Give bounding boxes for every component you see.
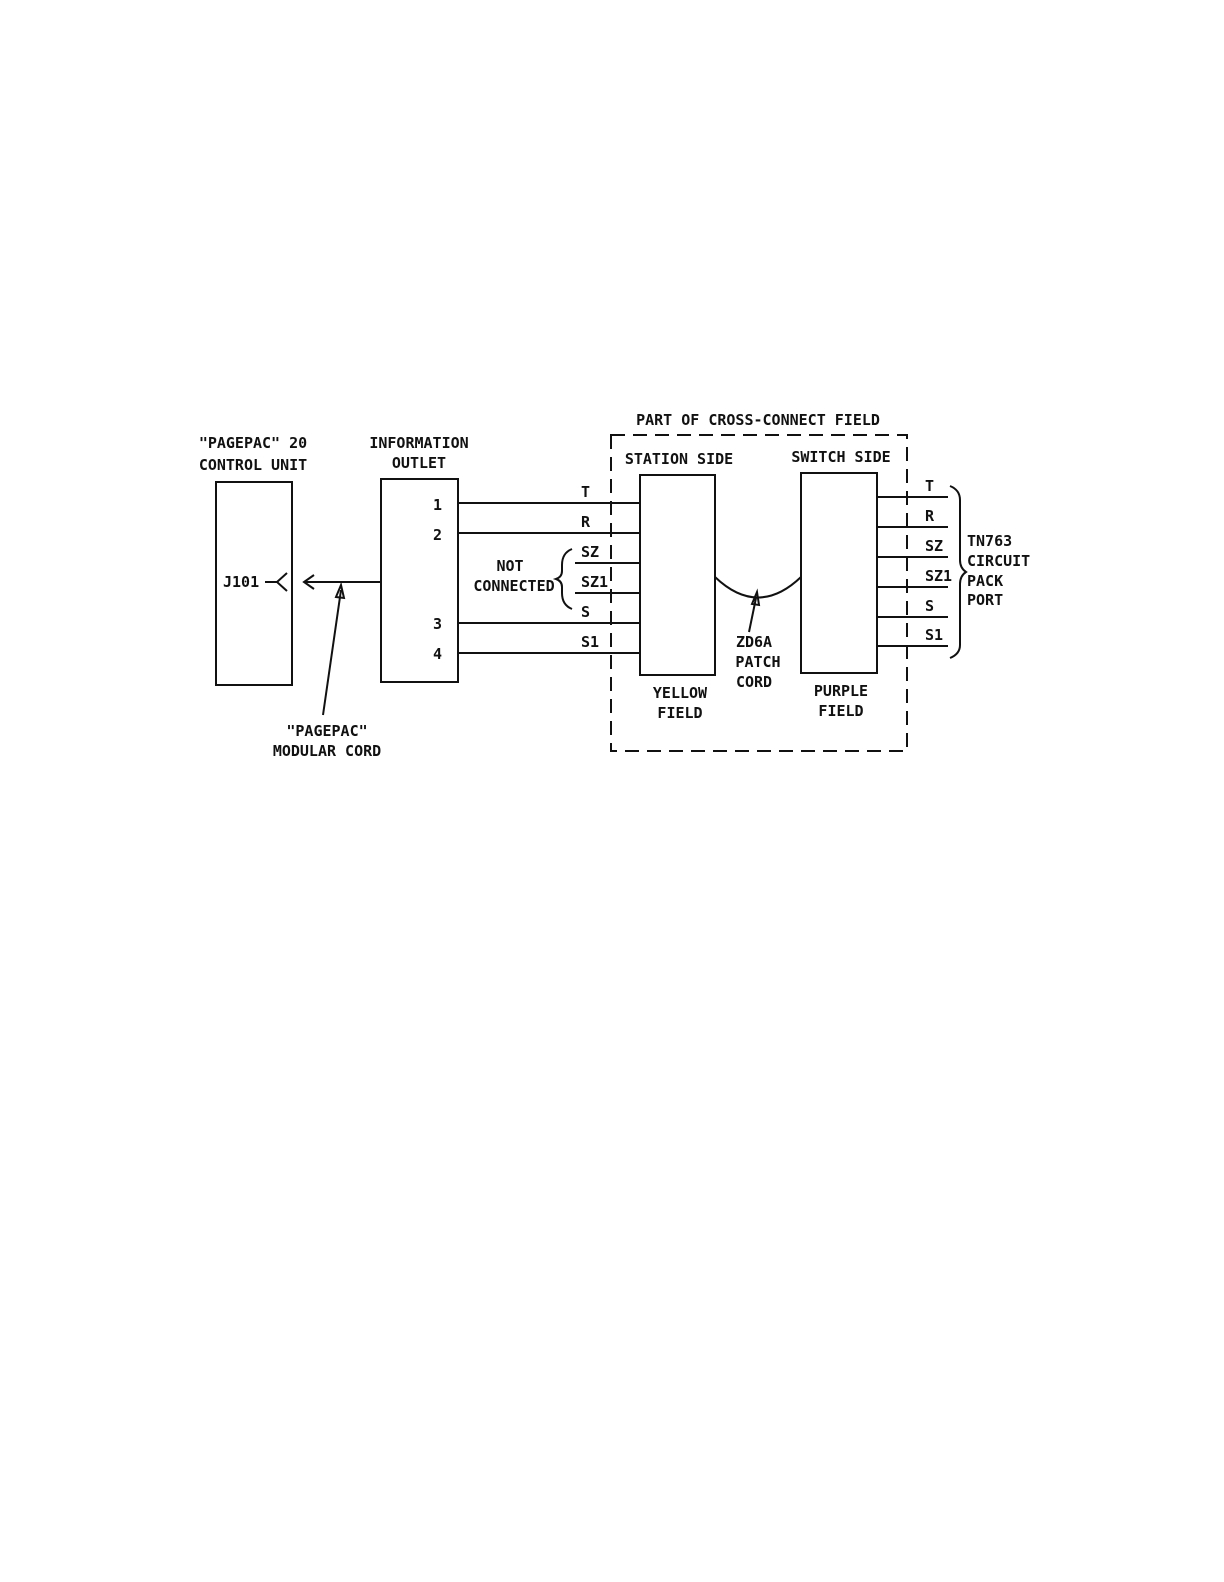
jack-j101-receptacle [277,573,287,591]
yellow-field-label-2: FIELD [657,704,702,722]
info-outlet-title-2: OUTLET [392,454,446,472]
info-outlet-title-1: INFORMATION [369,434,468,452]
circuit-pack-label-2: CIRCUIT [967,552,1030,570]
purple-field-label-2: FIELD [818,702,863,720]
cross-connect-title: PART OF CROSS-CONNECT FIELD [636,411,880,429]
patch-cord-label-1: ZD6A [736,633,772,651]
yellow-field-block [640,475,715,675]
modular-cord-label-1: "PAGEPAC" [286,722,367,740]
switch-lead-s1: S1 [925,626,943,644]
station-lead-sz: SZ [581,543,599,561]
outlet-pin-4: 4 [433,645,442,663]
station-lead-t: T [581,483,590,501]
patch-cord-label-2: PATCH [735,653,780,671]
switch-lead-sz: SZ [925,537,943,555]
circuit-pack-label-3: PACK [967,572,1003,590]
station-lead-s1: S1 [581,633,599,651]
purple-field-block [801,473,877,673]
station-lead-sz1: SZ1 [581,573,608,591]
station-side-label: STATION SIDE [625,450,733,468]
patch-cord-label-3: CORD [736,673,772,691]
modular-cord-leader [323,590,341,715]
modular-cord-label-2: MODULAR CORD [273,742,381,760]
not-connected-label-2: CONNECTED [473,577,554,595]
information-outlet-box [381,479,458,682]
outlet-pin-3: 3 [433,615,442,633]
switch-lead-sz1: SZ1 [925,567,952,585]
not-connected-label-1: NOT [496,557,523,575]
pagepac-unit-title-2: CONTROL UNIT [199,456,307,474]
jack-j101-label: J101 [223,573,259,591]
circuit-pack-label-4: PORT [967,591,1003,609]
outlet-pin-2: 2 [433,526,442,544]
switch-lead-r: R [925,507,935,525]
station-lead-r: R [581,513,591,531]
circuit-pack-brace [950,486,966,658]
outlet-pin-1: 1 [433,496,442,514]
switch-lead-s: S [925,597,934,615]
not-connected-brace [556,549,572,609]
yellow-field-label-1: YELLOW [653,684,708,702]
circuit-pack-label-1: TN763 [967,532,1012,550]
purple-field-label-1: PURPLE [814,682,868,700]
pagepac-unit-title-1: "PAGEPAC" 20 [199,434,307,452]
station-lead-s: S [581,603,590,621]
switch-side-label: SWITCH SIDE [791,448,890,466]
switch-lead-t: T [925,477,934,495]
